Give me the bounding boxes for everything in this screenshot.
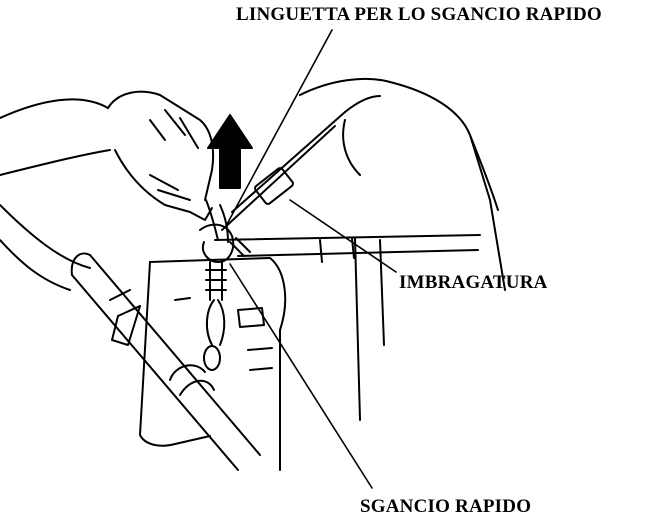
pull-up-arrow-icon [207,114,253,189]
apron-panel [139,257,287,471]
harness-strap [221,95,381,231]
leader-harness [289,199,397,273]
operator-torso [214,77,506,421]
leader-lines [225,29,397,489]
leader-release [229,263,373,489]
label-quick-release-tab: LINGUETTA PER LO SGANCIO RAPIDO [236,4,602,25]
label-harness: IMBRAGATURA [399,272,548,293]
trimmer-shaft [70,252,261,471]
leader-tab [225,29,333,227]
quick-release-hook [199,223,251,371]
label-quick-release: SGANCIO RAPIDO [360,496,532,517]
operator-arm-glove [0,90,229,291]
